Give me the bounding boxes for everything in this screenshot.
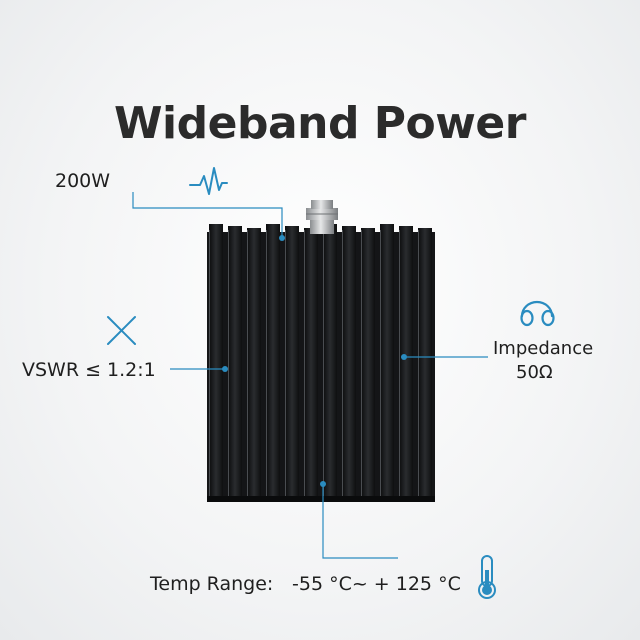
n-connector bbox=[306, 200, 338, 234]
vswr-spec-label: VSWR ≤ 1.2:1 bbox=[22, 359, 156, 381]
page-title: Wideband Power bbox=[114, 98, 526, 149]
heatsink-fin bbox=[247, 228, 261, 502]
callout-lines bbox=[132, 192, 488, 559]
pulse-icon bbox=[189, 167, 228, 195]
impedance-callout-dot bbox=[401, 354, 407, 360]
power-spec-label: 200W bbox=[55, 170, 111, 192]
heatsink-fin bbox=[228, 226, 242, 500]
heatsink-fin bbox=[304, 228, 318, 502]
heatsink-fin bbox=[399, 226, 413, 500]
temp-range-label: Temp Range: bbox=[150, 573, 274, 595]
thermometer-icon bbox=[478, 555, 496, 599]
heatsink-fin bbox=[361, 228, 375, 502]
vswr-callout-dot bbox=[222, 366, 228, 372]
heatsink-fin bbox=[342, 226, 356, 500]
power-callout-dot bbox=[279, 235, 285, 241]
temp-callout-dot bbox=[320, 481, 326, 487]
cross-icon bbox=[107, 316, 136, 345]
impedance-value: 50Ω bbox=[516, 362, 553, 383]
heatsink-fin bbox=[266, 224, 280, 498]
impedance-label: Impedance bbox=[493, 338, 594, 359]
heatsink-fin bbox=[380, 224, 394, 498]
heatsink-fin bbox=[323, 224, 337, 498]
heatsink-fin bbox=[418, 228, 432, 502]
temp-range-value: -55 °C~ + 125 °C bbox=[292, 573, 461, 595]
heatsink-fin bbox=[209, 224, 223, 498]
heatsink bbox=[207, 224, 435, 502]
heatsink-fin bbox=[285, 226, 299, 500]
headphone-icon bbox=[520, 300, 555, 327]
